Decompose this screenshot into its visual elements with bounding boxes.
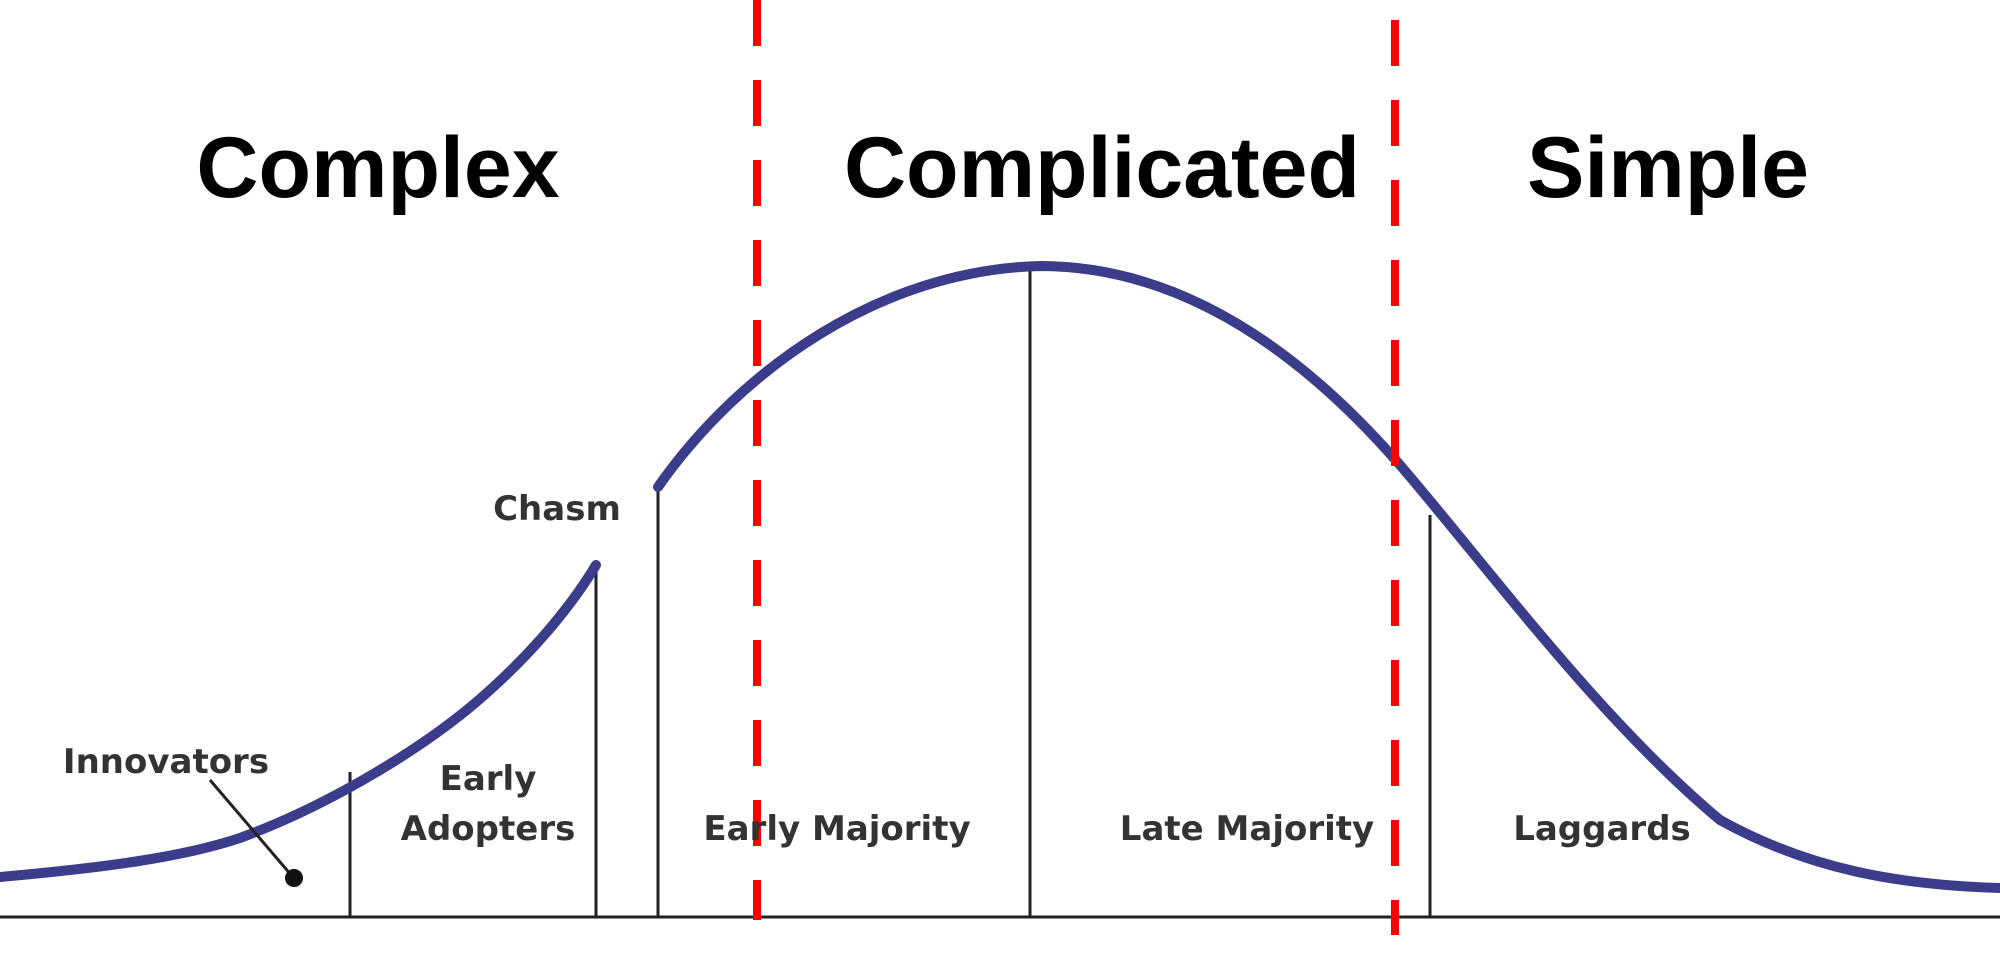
segment-label-early-adopters-line1: Early — [440, 759, 537, 799]
region-label-complicated: Complicated — [844, 120, 1360, 216]
adoption-curve-left — [0, 560, 601, 882]
segment-label-early-adopters-line2: Adopters — [401, 809, 576, 849]
innovators-pointer-line — [208, 779, 294, 877]
region-label-simple: Simple — [1527, 120, 1809, 216]
segment-label-early-majority: Early Majority — [703, 809, 970, 849]
segment-label-innovators: Innovators — [63, 742, 269, 782]
adoption-curve-right — [653, 260, 2000, 893]
segment-label-late-majority: Late Majority — [1120, 809, 1374, 849]
segment-label-laggards: Laggards — [1513, 809, 1691, 849]
segment-label-chasm: Chasm — [493, 489, 621, 529]
region-label-complex: Complex — [196, 120, 559, 216]
innovators-pointer-dot — [285, 869, 303, 887]
